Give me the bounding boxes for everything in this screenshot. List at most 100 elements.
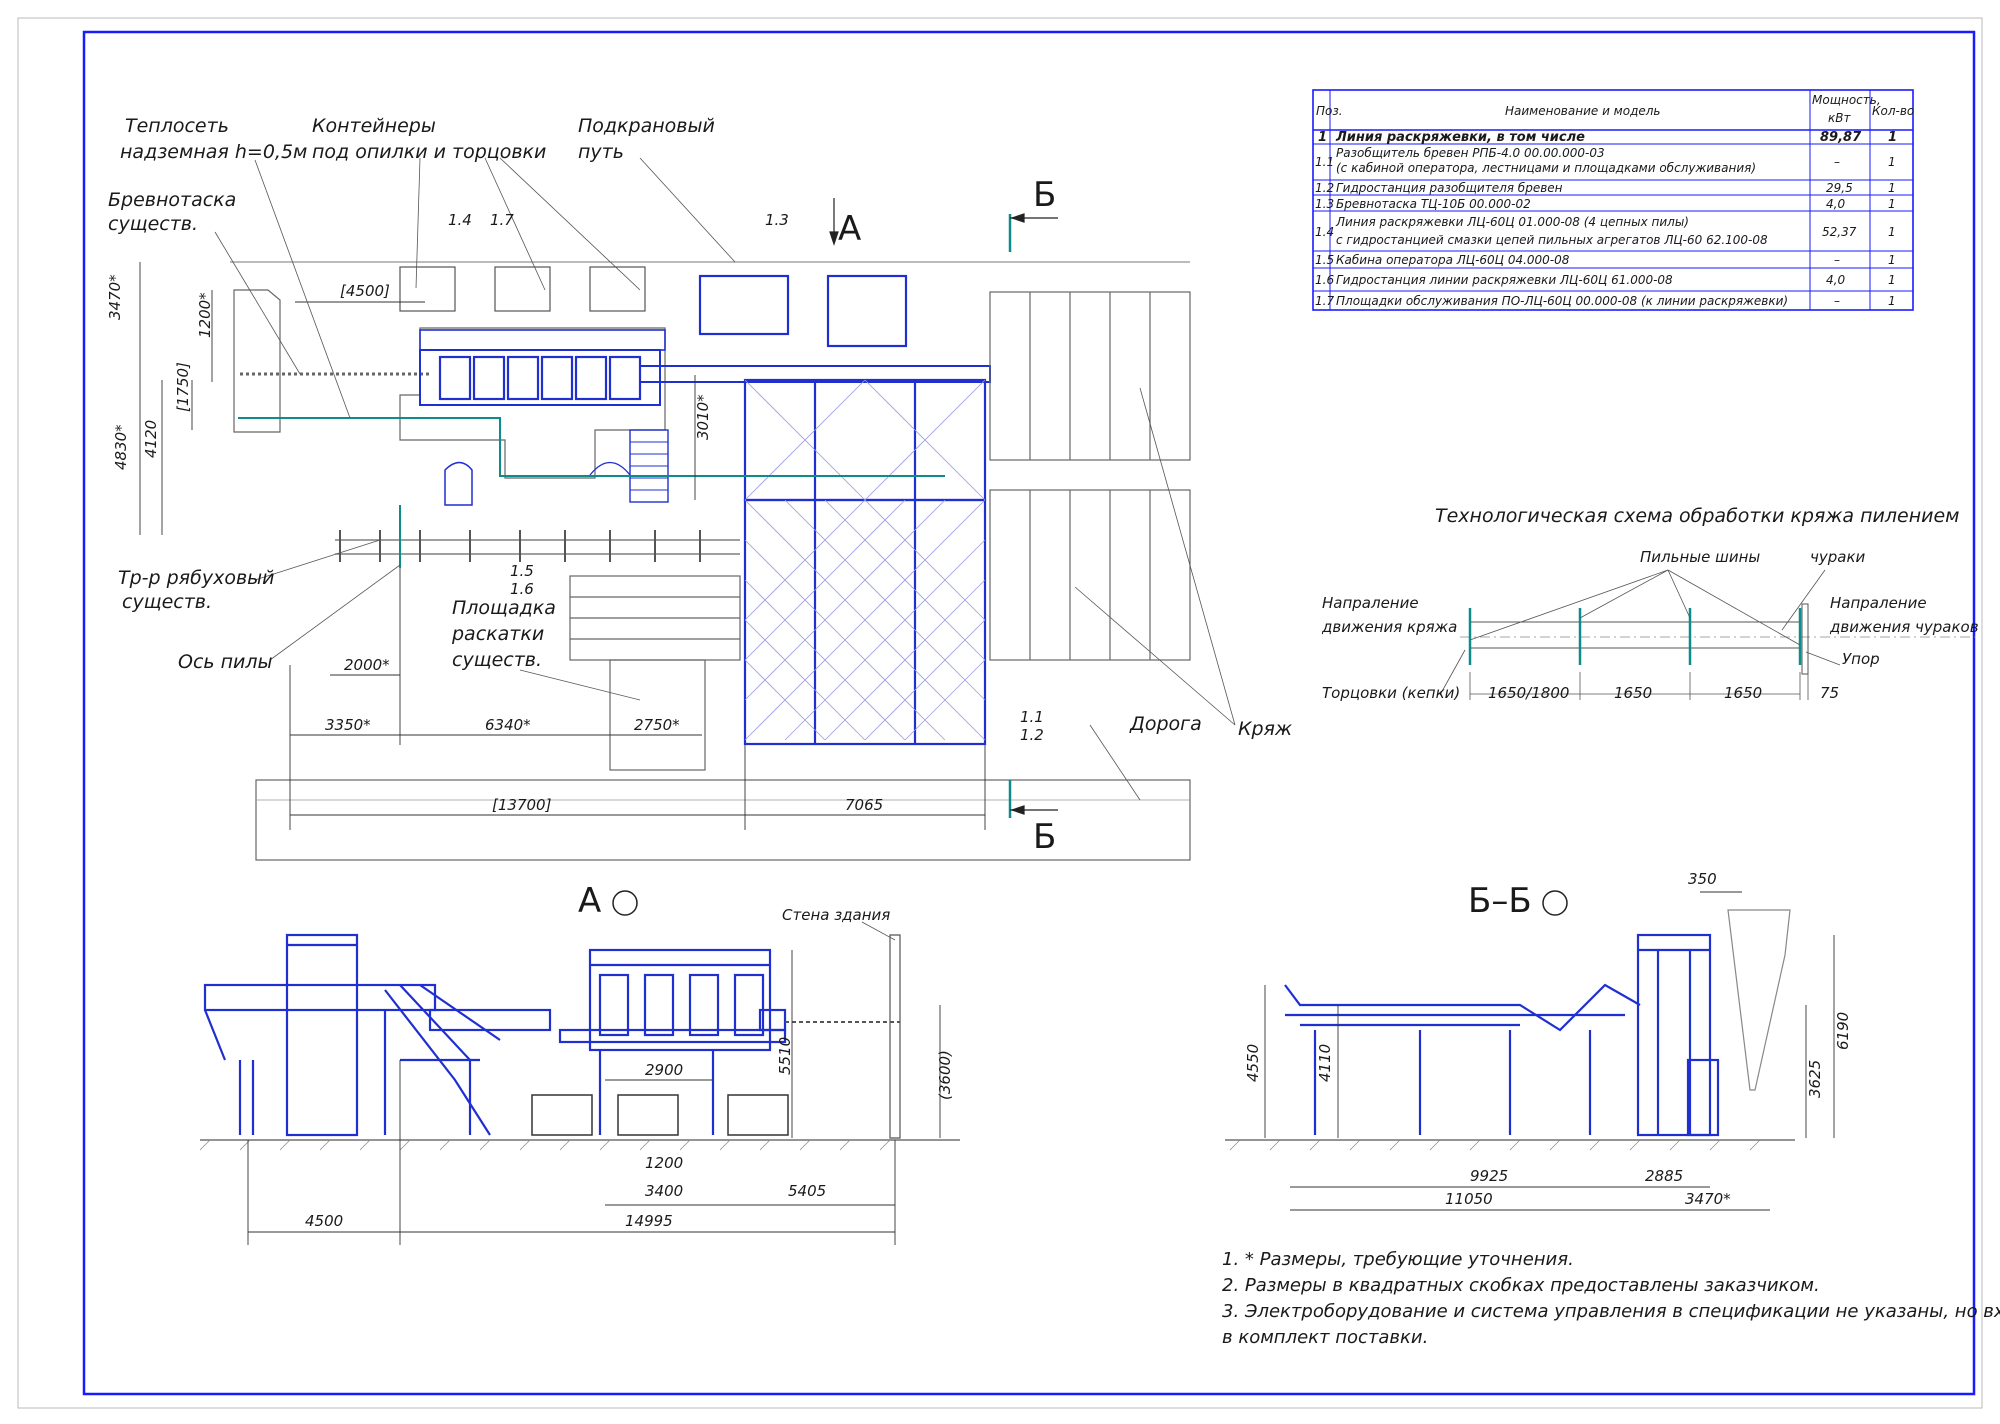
label-logs: Кряж bbox=[1238, 718, 1292, 740]
wall-section bbox=[889, 934, 901, 1139]
dim-label: 3010* bbox=[694, 394, 712, 440]
label-rolling-pad: Площадка bbox=[452, 597, 556, 619]
spec-row-power: – bbox=[1834, 253, 1840, 267]
view-a-dim: 4500 bbox=[305, 1212, 343, 1230]
scheme-saw-blades bbox=[1468, 608, 1802, 665]
spec-row-qty: 1 bbox=[1888, 273, 1896, 287]
spec-row-power: 89,87 bbox=[1820, 130, 1862, 145]
section-dim: 3625 bbox=[1806, 1060, 1824, 1098]
ground-hatch bbox=[199, 1139, 891, 1151]
spec-row-name: Бревнотаска ТЦ-10Б 00.000-02 bbox=[1336, 197, 1531, 211]
log-separator bbox=[698, 274, 987, 746]
spec-header-power-unit: кВт bbox=[1828, 111, 1851, 125]
spec-row-name2: (с кабиной оператора, лестницами и площа… bbox=[1336, 161, 1756, 175]
notes: 1. * Размеры, требующие уточнения. 2. Ра… bbox=[1222, 1249, 2000, 1348]
dim-label: 2000* bbox=[344, 656, 390, 674]
container-2 bbox=[494, 266, 551, 312]
view-a-dim: 2900 bbox=[645, 1061, 683, 1079]
stairs-steps bbox=[630, 441, 668, 491]
label-saw-axis: Ось пилы bbox=[178, 651, 273, 673]
dim-label: 3470* bbox=[106, 274, 124, 320]
pos-label: 1.5 bbox=[510, 562, 534, 580]
note-line: 1. * Размеры, требующие уточнения. bbox=[1222, 1249, 1574, 1270]
spec-row-pos: 1.6 bbox=[1315, 273, 1334, 287]
scheme-stop-label: Упор bbox=[1842, 650, 1880, 668]
dim-label: [4500] bbox=[340, 282, 390, 300]
scheme-dir-log-2: движения кряжа bbox=[1321, 618, 1457, 636]
scheme-dim: 1650 bbox=[1614, 684, 1652, 702]
section-dim: 2885 bbox=[1645, 1167, 1683, 1185]
view-a-title: А bbox=[578, 881, 601, 921]
spec-table bbox=[1312, 89, 1914, 311]
note-line: 3. Электроборудование и система управлен… bbox=[1222, 1301, 2000, 1322]
spec-header-power: Мощность, bbox=[1812, 93, 1881, 107]
scheme-dim: 1650 bbox=[1724, 684, 1762, 702]
label-heat-net-2: надземная h=0,5м bbox=[120, 141, 307, 163]
spec-row-power: 4,0 bbox=[1826, 197, 1845, 211]
label-road: Дорога bbox=[1129, 713, 1202, 735]
section-dim: 3470* bbox=[1685, 1190, 1731, 1208]
spec-header-pos: Поз. bbox=[1316, 104, 1343, 118]
saw-line-frame bbox=[419, 349, 661, 406]
view-a-dim: 5405 bbox=[788, 1182, 826, 1200]
spec-row-pos: 1.7 bbox=[1315, 294, 1334, 308]
label-rolling-pad-3: существ. bbox=[452, 649, 542, 671]
view-a-rotate-icon bbox=[612, 890, 638, 916]
dim-label: 6340* bbox=[485, 716, 531, 734]
dim-label: [13700] bbox=[492, 796, 552, 814]
spec-row-pos: 1.5 bbox=[1315, 253, 1334, 267]
pos-label: 1.4 bbox=[448, 211, 472, 229]
spec-row-pos: 1.4 bbox=[1315, 225, 1334, 239]
dim-label: 3350* bbox=[325, 716, 371, 734]
dim-label: [1750] bbox=[174, 362, 192, 412]
spec-row-qty: 1 bbox=[1888, 181, 1896, 195]
label-section-b-top: Б bbox=[1033, 175, 1056, 215]
label-crane-2: путь bbox=[578, 141, 624, 163]
section-dim: 11050 bbox=[1445, 1190, 1493, 1208]
spec-row-name: Линия раскряжевки, в том числе bbox=[1335, 130, 1585, 145]
label-log-haul-2: существ. bbox=[108, 213, 198, 235]
section-dim: 6190 bbox=[1834, 1012, 1852, 1050]
spec-row-power: 4,0 bbox=[1826, 273, 1845, 287]
bins bbox=[531, 1094, 789, 1136]
view-a-dim: 5510 bbox=[776, 1037, 794, 1075]
label-log-haul: Бревнотаска bbox=[108, 189, 236, 211]
label-containers: Контейнеры bbox=[312, 115, 436, 137]
spec-table-text: Поз. Наименование и модель Мощность, кВт… bbox=[1315, 93, 1914, 308]
spec-row-qty: 1 bbox=[1888, 155, 1896, 169]
transporter-cleats bbox=[339, 530, 701, 562]
scheme-saw-tires: Пильные шины bbox=[1640, 548, 1760, 566]
spec-row-power: 52,37 bbox=[1822, 225, 1857, 239]
saw-line-elevation bbox=[558, 948, 787, 1135]
scheme-stop bbox=[1801, 603, 1809, 675]
label-heat-net: Теплосеть bbox=[125, 115, 229, 137]
scheme-trims: Торцовки (кепки) bbox=[1322, 684, 1460, 702]
log-piles bbox=[989, 291, 1191, 661]
label-transporter-2: существ. bbox=[122, 591, 212, 613]
building-outline bbox=[399, 327, 666, 479]
outer-border bbox=[17, 17, 1983, 1409]
label-view-a: А bbox=[838, 209, 861, 249]
scheme-dim: 1650/1800 bbox=[1488, 684, 1569, 702]
spec-header-qty: Кол-во bbox=[1872, 104, 1914, 118]
leader-lines bbox=[214, 157, 1236, 801]
spec-row-qty: 1 bbox=[1888, 294, 1896, 308]
spec-row-name: Кабина оператора ЛЦ-60Ц 04.000-08 bbox=[1336, 253, 1570, 267]
road-outline bbox=[255, 779, 1191, 861]
view-a-dim: 1200 bbox=[645, 1154, 683, 1172]
pos-label: 1.7 bbox=[490, 211, 514, 229]
label-containers-2: под опилки и торцовки bbox=[312, 141, 546, 163]
cabin-arc bbox=[589, 461, 631, 476]
dim-label: 1200* bbox=[196, 292, 214, 338]
label-rolling-pad-2: раскатки bbox=[451, 623, 544, 645]
scheme-title: Технологическая схема обработки кряжа пи… bbox=[1435, 505, 1960, 527]
wall-label: Стена здания bbox=[782, 906, 890, 924]
spec-row-power: – bbox=[1834, 155, 1840, 169]
scheme-dir-chunk-2: движения чураков bbox=[1829, 618, 1979, 636]
section-dim: 350 bbox=[1688, 870, 1717, 888]
section-ground-hatch bbox=[1229, 1139, 1761, 1151]
view-a-dim-lines bbox=[247, 950, 941, 1245]
saw-platform-top bbox=[419, 329, 666, 351]
section-dim: 4110 bbox=[1316, 1044, 1334, 1082]
